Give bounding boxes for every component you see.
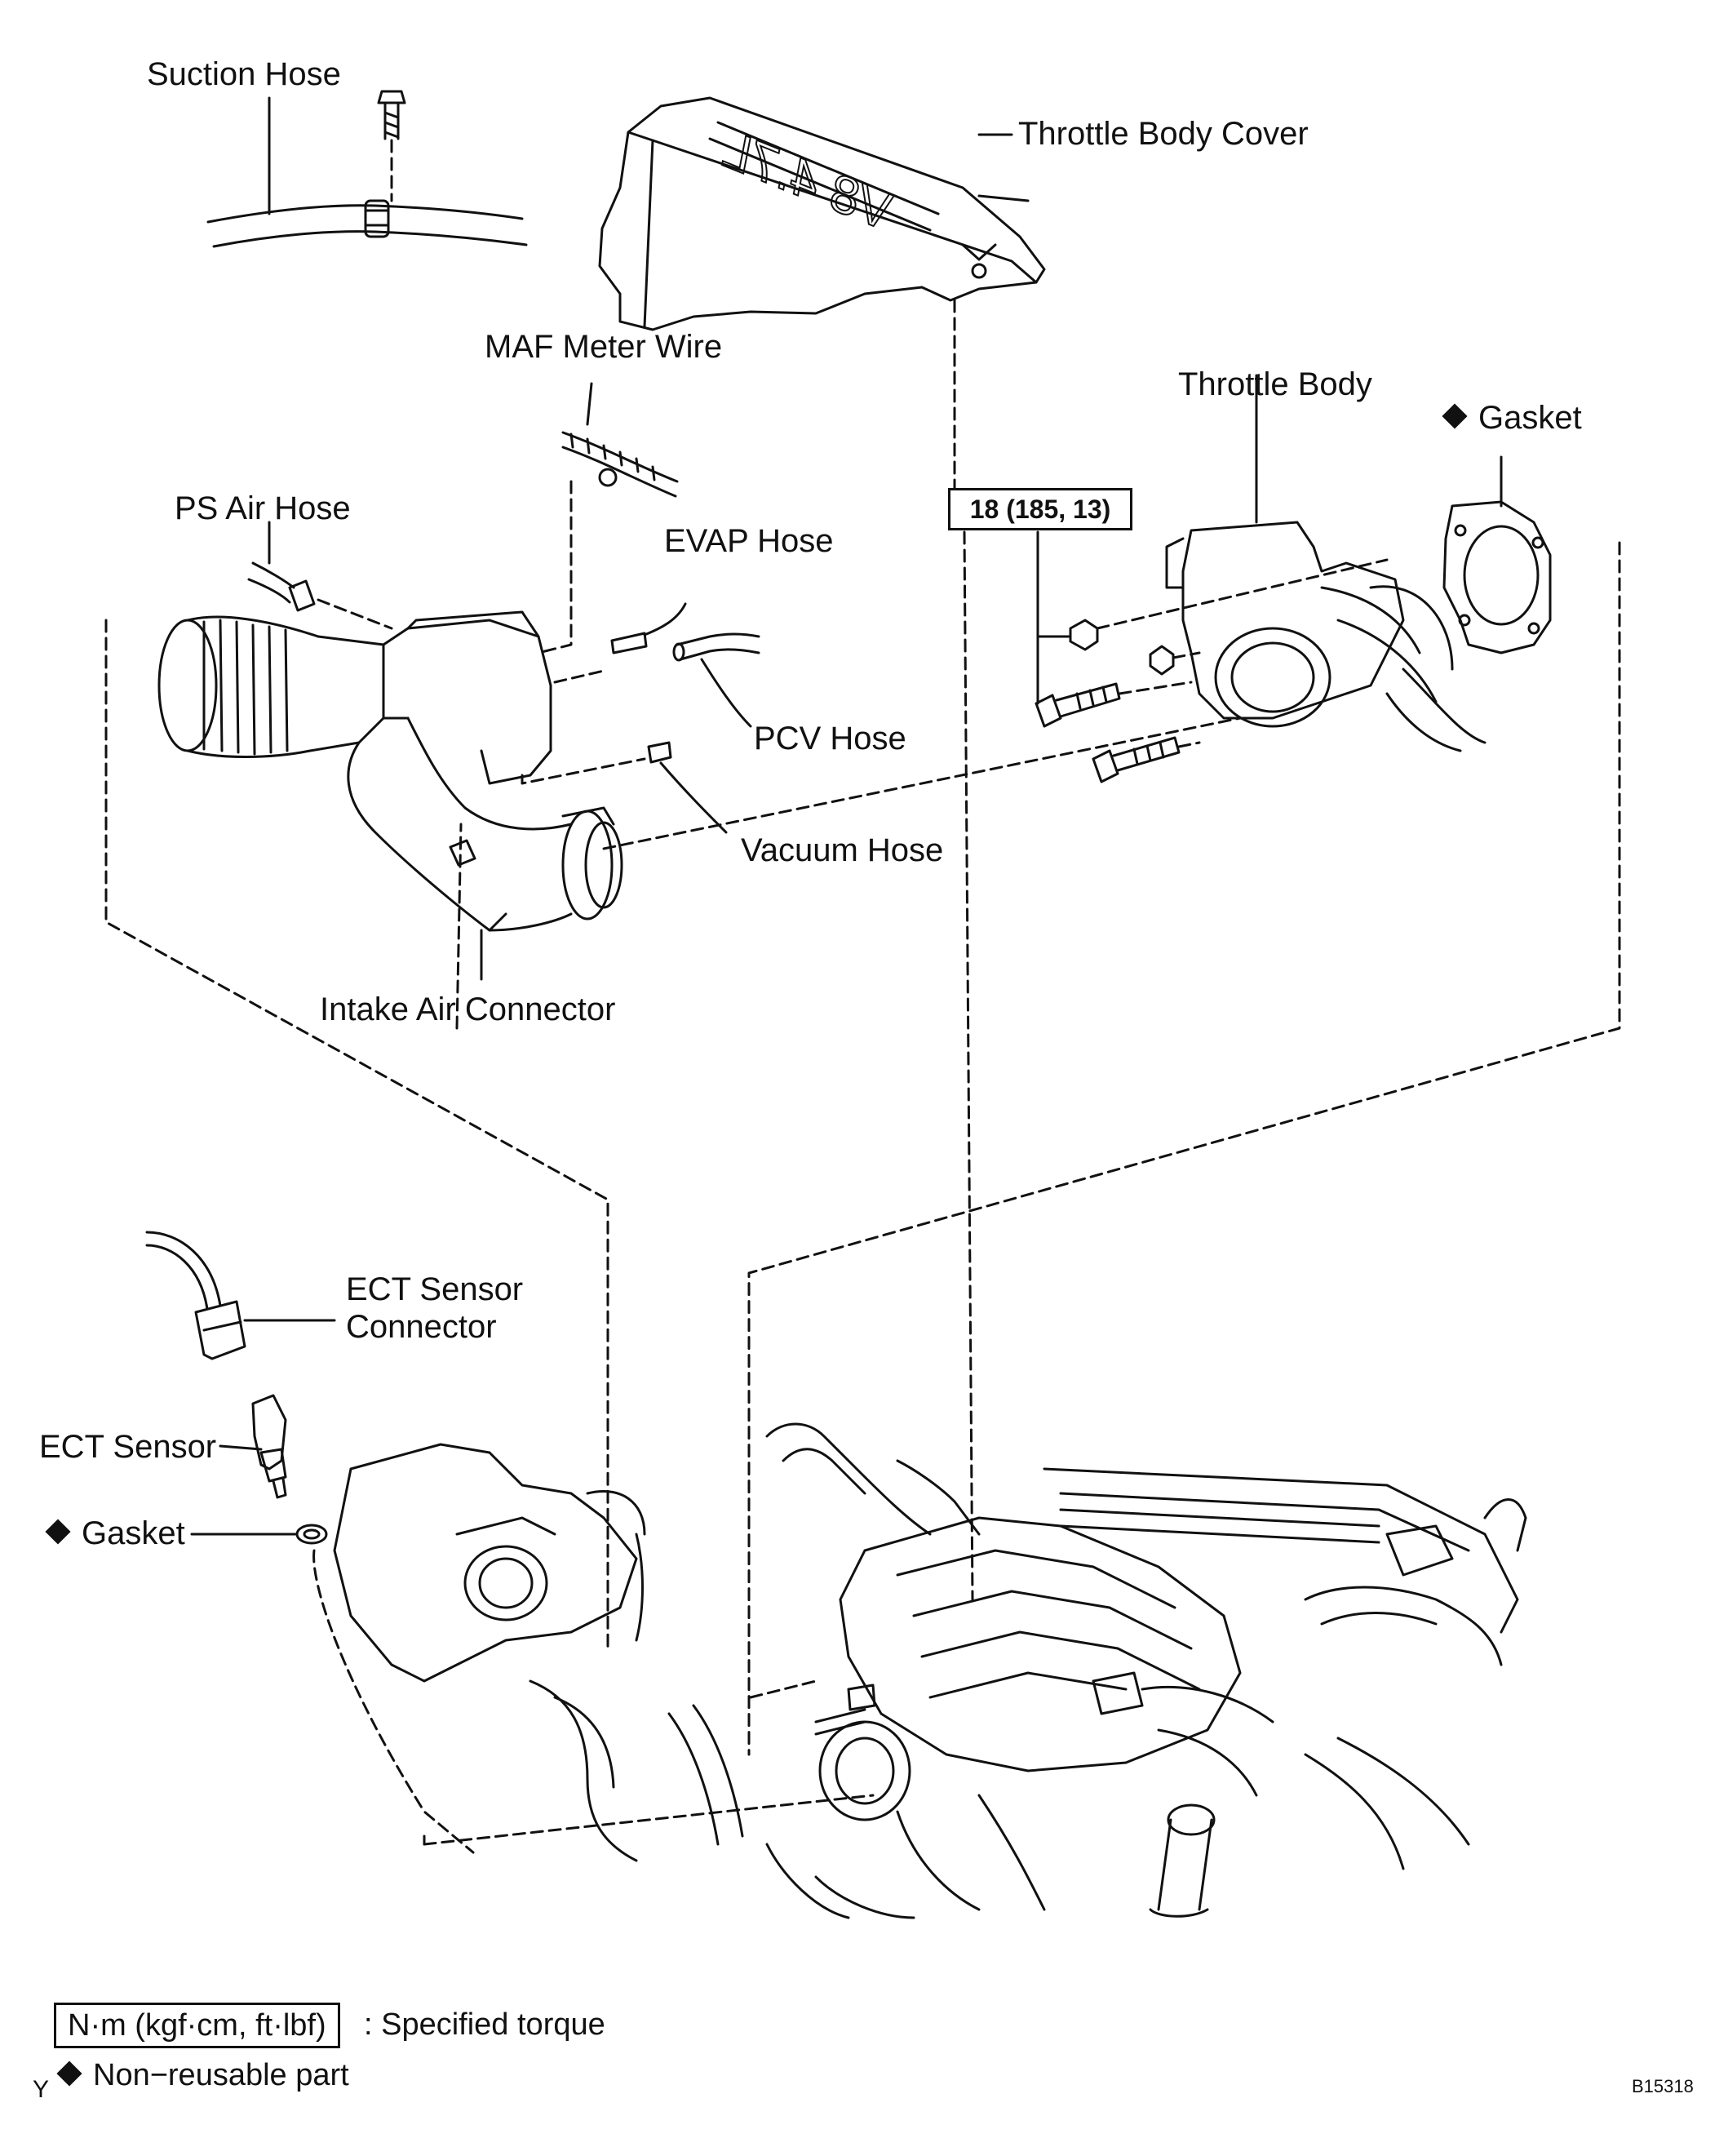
suction-hose bbox=[206, 90, 528, 248]
evap-hose-label: EVAP Hose bbox=[664, 523, 834, 559]
lower-gasket bbox=[190, 1524, 475, 1854]
throttle-body bbox=[1165, 374, 1487, 752]
maf-meter-wire-label: MAF Meter Wire bbox=[485, 329, 723, 365]
torque-spec-callout: 18 (185, 13) bbox=[948, 488, 1132, 530]
torque-legend-box: N·m (kgf·cm, ft·lbf) bbox=[54, 2003, 340, 2048]
non-reusable-diamond-icon bbox=[45, 1519, 71, 1545]
suction-hose-label: Suction Hose bbox=[147, 56, 341, 92]
non-reusable-legend: Non−reusable part bbox=[56, 2056, 349, 2094]
maf-meter-wire bbox=[537, 382, 679, 654]
throttle-body-cover-label: Throttle Body Cover bbox=[1018, 116, 1309, 152]
throttle-body-leaders bbox=[602, 558, 1389, 850]
upper-gasket bbox=[1442, 455, 1552, 654]
intake-air-connector bbox=[157, 610, 623, 981]
ect-sensor bbox=[219, 1394, 287, 1499]
suction-hose-leader bbox=[268, 96, 393, 215]
torque-legend-text: : Specified torque bbox=[364, 2007, 605, 2042]
throttle-body-cover-leader bbox=[953, 133, 1013, 1601]
ect-sensor-connector bbox=[145, 1231, 336, 1360]
torque-fasteners bbox=[1035, 530, 1181, 783]
corner-mark: Y bbox=[33, 2076, 50, 2103]
engine-assembly bbox=[333, 1422, 1527, 1919]
upper-gasket-label: Gasket bbox=[1442, 399, 1582, 437]
ps-air-hose-label: PS Air Hose bbox=[175, 490, 351, 526]
assembly-guide-lines bbox=[104, 541, 1621, 1846]
intake-air-connector-label: Intake Air Connector bbox=[320, 991, 616, 1027]
non-reusable-diamond-icon bbox=[56, 2061, 82, 2087]
small-hoses bbox=[521, 602, 760, 834]
ect-sensor-label: ECT Sensor bbox=[39, 1429, 217, 1465]
ps-air-hose bbox=[247, 521, 393, 630]
lower-gasket-label: Gasket bbox=[45, 1515, 185, 1552]
vacuum-hose-label: Vacuum Hose bbox=[741, 832, 944, 868]
figure-code: B15318 bbox=[1632, 2076, 1694, 2096]
pcv-hose-label: PCV Hose bbox=[754, 721, 906, 756]
throttle-body-label: Throttle Body bbox=[1178, 366, 1372, 402]
cover-emblem-text: V8 4.7L bbox=[714, 119, 903, 241]
non-reusable-diamond-icon bbox=[1442, 403, 1468, 429]
ect-sensor-connector-label: ECT Sensor Connector bbox=[346, 1271, 524, 1345]
throttle-body-cover bbox=[598, 96, 1046, 331]
